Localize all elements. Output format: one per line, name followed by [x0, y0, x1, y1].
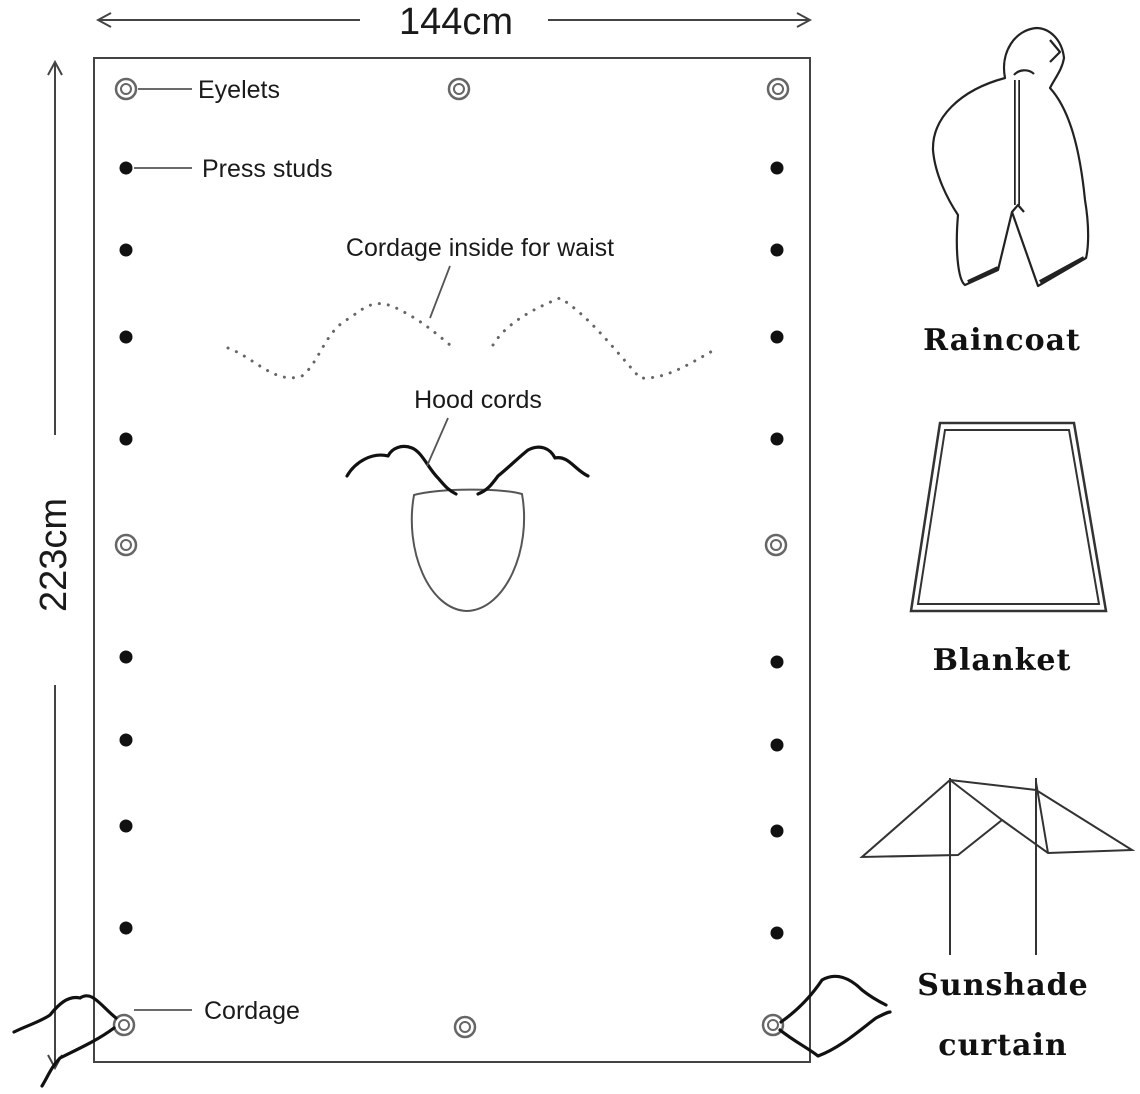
- press-stud: [119, 161, 133, 175]
- press-stud: [770, 161, 784, 175]
- hood-cord-left: [345, 444, 458, 496]
- press-stud: [770, 432, 784, 446]
- press-stud: [119, 432, 133, 446]
- height-dimension: 223cm: [33, 62, 75, 1068]
- hood-cord-right: [476, 445, 590, 496]
- corner-cordage-right: [779, 974, 888, 1024]
- hood-opening: [410, 488, 526, 613]
- sunshade-label-line1: Sunshade: [917, 968, 1089, 1003]
- width-dimension: 144cm: [98, 1, 810, 43]
- eyelet: [761, 1013, 785, 1037]
- eyelet: [114, 533, 138, 557]
- hood-cords-label: Hood cords: [414, 386, 542, 414]
- press-studs-label: Press studs: [202, 155, 333, 183]
- width-label: 144cm: [399, 1, 513, 43]
- eyelet: [114, 77, 138, 101]
- eyelet: [764, 533, 788, 557]
- eyelets-label: Eyelets: [198, 76, 280, 104]
- waist-cordage-leader: [429, 265, 451, 319]
- blanket-icon: [909, 421, 1108, 613]
- press-stud: [770, 243, 784, 257]
- press-stud: [119, 650, 133, 664]
- press-studs: [119, 161, 784, 940]
- press-stud: [770, 824, 784, 838]
- sunshade-icon: [859, 778, 1136, 955]
- sunshade-label-line2: curtain: [938, 1028, 1067, 1063]
- waist-cordage-label: Cordage inside for waist: [346, 234, 614, 262]
- eyelets: [112, 77, 790, 1039]
- hood-cords-leader: [426, 417, 449, 467]
- press-stud: [119, 733, 133, 747]
- press-stud: [119, 243, 133, 257]
- raincoat-icon: [931, 26, 1090, 288]
- press-stud: [119, 819, 133, 833]
- cordage-label: Cordage: [204, 997, 300, 1025]
- corner-cordage-left: [12, 994, 118, 1034]
- press-stud: [770, 926, 784, 940]
- eyelet: [766, 77, 790, 101]
- raincoat-label: Raincoat: [923, 323, 1081, 358]
- press-stud: [119, 921, 133, 935]
- height-label: 223cm: [33, 498, 75, 612]
- press-stud: [770, 655, 784, 669]
- corner-cordage-left-tail: [40, 1026, 116, 1088]
- tarp-sheet: [93, 57, 811, 1063]
- waist-cordage-left: [226, 302, 452, 380]
- corner-cordage-right-tail: [778, 1010, 892, 1058]
- press-stud: [770, 738, 784, 752]
- eyelet: [447, 77, 471, 101]
- press-stud: [770, 330, 784, 344]
- blanket-label: Blanket: [933, 643, 1072, 678]
- press-stud: [119, 330, 133, 344]
- eyelet: [112, 1013, 136, 1037]
- eyelet: [453, 1015, 477, 1039]
- waist-cordage-right: [491, 296, 720, 380]
